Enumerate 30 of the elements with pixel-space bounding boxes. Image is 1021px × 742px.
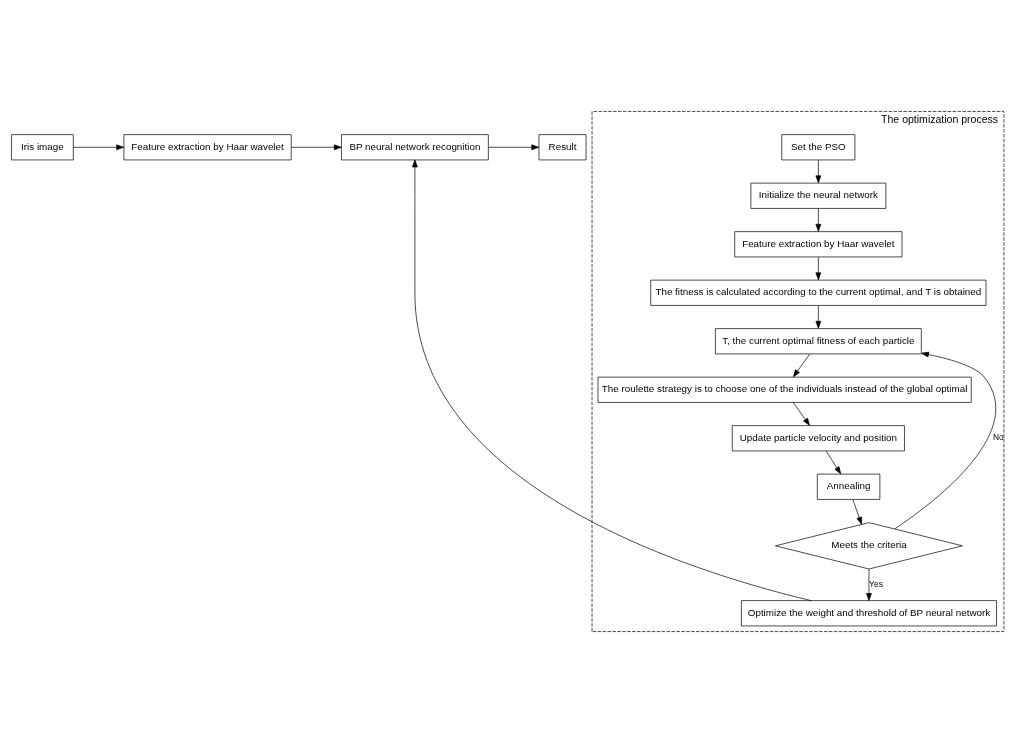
node-box: BP neural network recognition xyxy=(341,133,489,160)
arrow xyxy=(412,159,812,601)
arrow xyxy=(291,143,342,150)
node-box: T, the current optimal fitness of each particle xyxy=(715,327,922,354)
node-box: Initialize the neural network xyxy=(750,182,887,209)
node-box: Feature extraction by Haar wavelet xyxy=(734,230,903,257)
edge-label: Yes xyxy=(869,578,883,589)
arrow xyxy=(815,304,822,329)
arrow xyxy=(815,256,822,280)
node-box: Iris image xyxy=(11,133,74,160)
node-box: Set the PSO xyxy=(781,133,856,160)
node-box: Result xyxy=(538,133,587,160)
arrow xyxy=(73,143,125,150)
arrow xyxy=(894,351,996,529)
arrow xyxy=(792,401,810,426)
edge-label: No xyxy=(992,431,1004,442)
arrow xyxy=(793,353,810,377)
node-box: Feature extraction by Haar wavelet xyxy=(123,133,292,160)
node-box: Update particle velocity and position xyxy=(731,424,905,451)
arrow xyxy=(852,498,862,525)
node-diamond: Meets the criteria xyxy=(775,521,963,569)
arrow xyxy=(866,568,872,601)
arrow xyxy=(488,143,540,150)
arrow xyxy=(815,207,822,232)
node-box: The fitness is calculated according to the current optimal, and T is obtained xyxy=(650,279,987,306)
node-box: Optimize the weight and threshold of BP neural network xyxy=(741,599,997,626)
arrow xyxy=(815,159,822,183)
node-box: Annealing xyxy=(816,473,881,500)
arrow xyxy=(825,450,842,474)
node-box: The roulette strategy is to choose one of the individuals instead of the global optimal xyxy=(597,376,972,403)
